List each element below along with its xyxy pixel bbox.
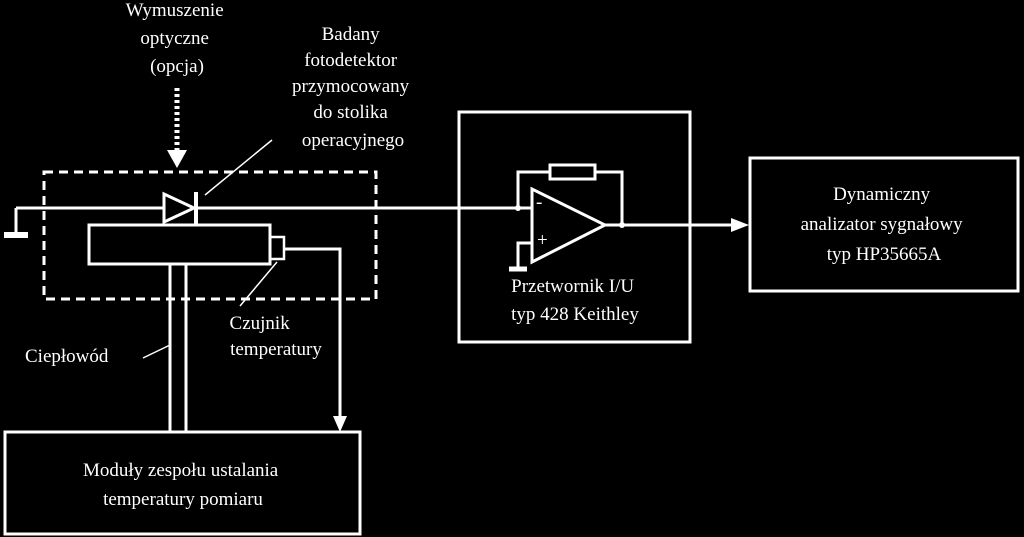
converter-line-2: typ 428 Keithley: [511, 304, 639, 325]
heat-pipe-leader-line: [142, 344, 171, 359]
converter-label: Przetwornik I/U typ 428 Keithley: [511, 276, 639, 325]
photodiode-icon: [162, 191, 198, 225]
temperature-sensor: [268, 235, 286, 261]
photodetector-label: Badany fotodetektor przymocowany do stol…: [292, 24, 414, 151]
signal-analyzer-line-3: typ HP35665A: [827, 244, 942, 265]
converter-line-1: Przetwornik I/U: [511, 276, 634, 297]
signal-analyzer-label: Dynamiczny analizator sygnałowy typ HP35…: [801, 184, 968, 265]
photodetector-line-1: Badany: [322, 24, 381, 45]
optical-excitation-label: Wymuszenie optyczne (opcja): [126, 0, 229, 77]
signal-analyzer-line-2: analizator sygnałowy: [801, 214, 963, 235]
photodetector-line-5: operacyjnego: [302, 130, 404, 151]
heat-pipe-label: Ciepłowód: [25, 346, 109, 367]
temperature-modules-line-2: temperatury pomiaru: [103, 489, 263, 510]
photodetector-line-3: przymocowany: [292, 76, 410, 97]
opamp-icon: [530, 186, 609, 265]
temperature-modules-label: Moduły zespołu ustalania temperatury pom…: [83, 460, 283, 510]
sensor-wire-arrowhead: [333, 416, 347, 432]
feedback-wire-right: [595, 170, 624, 225]
temperature-modules-line-1: Moduły zespołu ustalania: [83, 460, 279, 481]
photodetector-line-4: do stolika: [313, 102, 388, 123]
operational-table-enclosure: [42, 170, 378, 301]
photodetector-leader-line: [204, 139, 273, 196]
optical-excitation-line-3: (opcja): [150, 56, 204, 77]
optical-excitation-arrowhead: [167, 150, 187, 168]
opamp-noninverting-input: [516, 241, 532, 268]
opamp-plus: +: [537, 230, 548, 251]
sensor-wire: [284, 247, 342, 418]
optical-excitation-line-2: optyczne: [140, 28, 209, 49]
converter-box: [457, 110, 692, 344]
output-arrowhead: [731, 218, 749, 232]
signal-analyzer-line-1: Dynamiczny: [833, 184, 931, 205]
temperature-sensor-line-1: Czujnik: [230, 313, 291, 334]
temperature-modules-box: [3, 430, 362, 536]
temperature-sensor-line-2: temperatury: [230, 339, 322, 360]
feedback-wire-left: [516, 170, 550, 208]
output-junction-dot: [619, 222, 625, 228]
opamp-minus: -: [536, 192, 542, 213]
feedback-resistor: [548, 163, 597, 181]
photodetector-line-2: fotodetektor: [304, 50, 398, 71]
optical-excitation-line-1: Wymuszenie: [126, 0, 224, 21]
temperature-sensor-leader-line: [239, 261, 278, 307]
operational-table: [87, 223, 272, 266]
signal-analyzer-box: [748, 156, 1020, 293]
temperature-sensor-label: Czujnik temperatury: [230, 313, 323, 360]
